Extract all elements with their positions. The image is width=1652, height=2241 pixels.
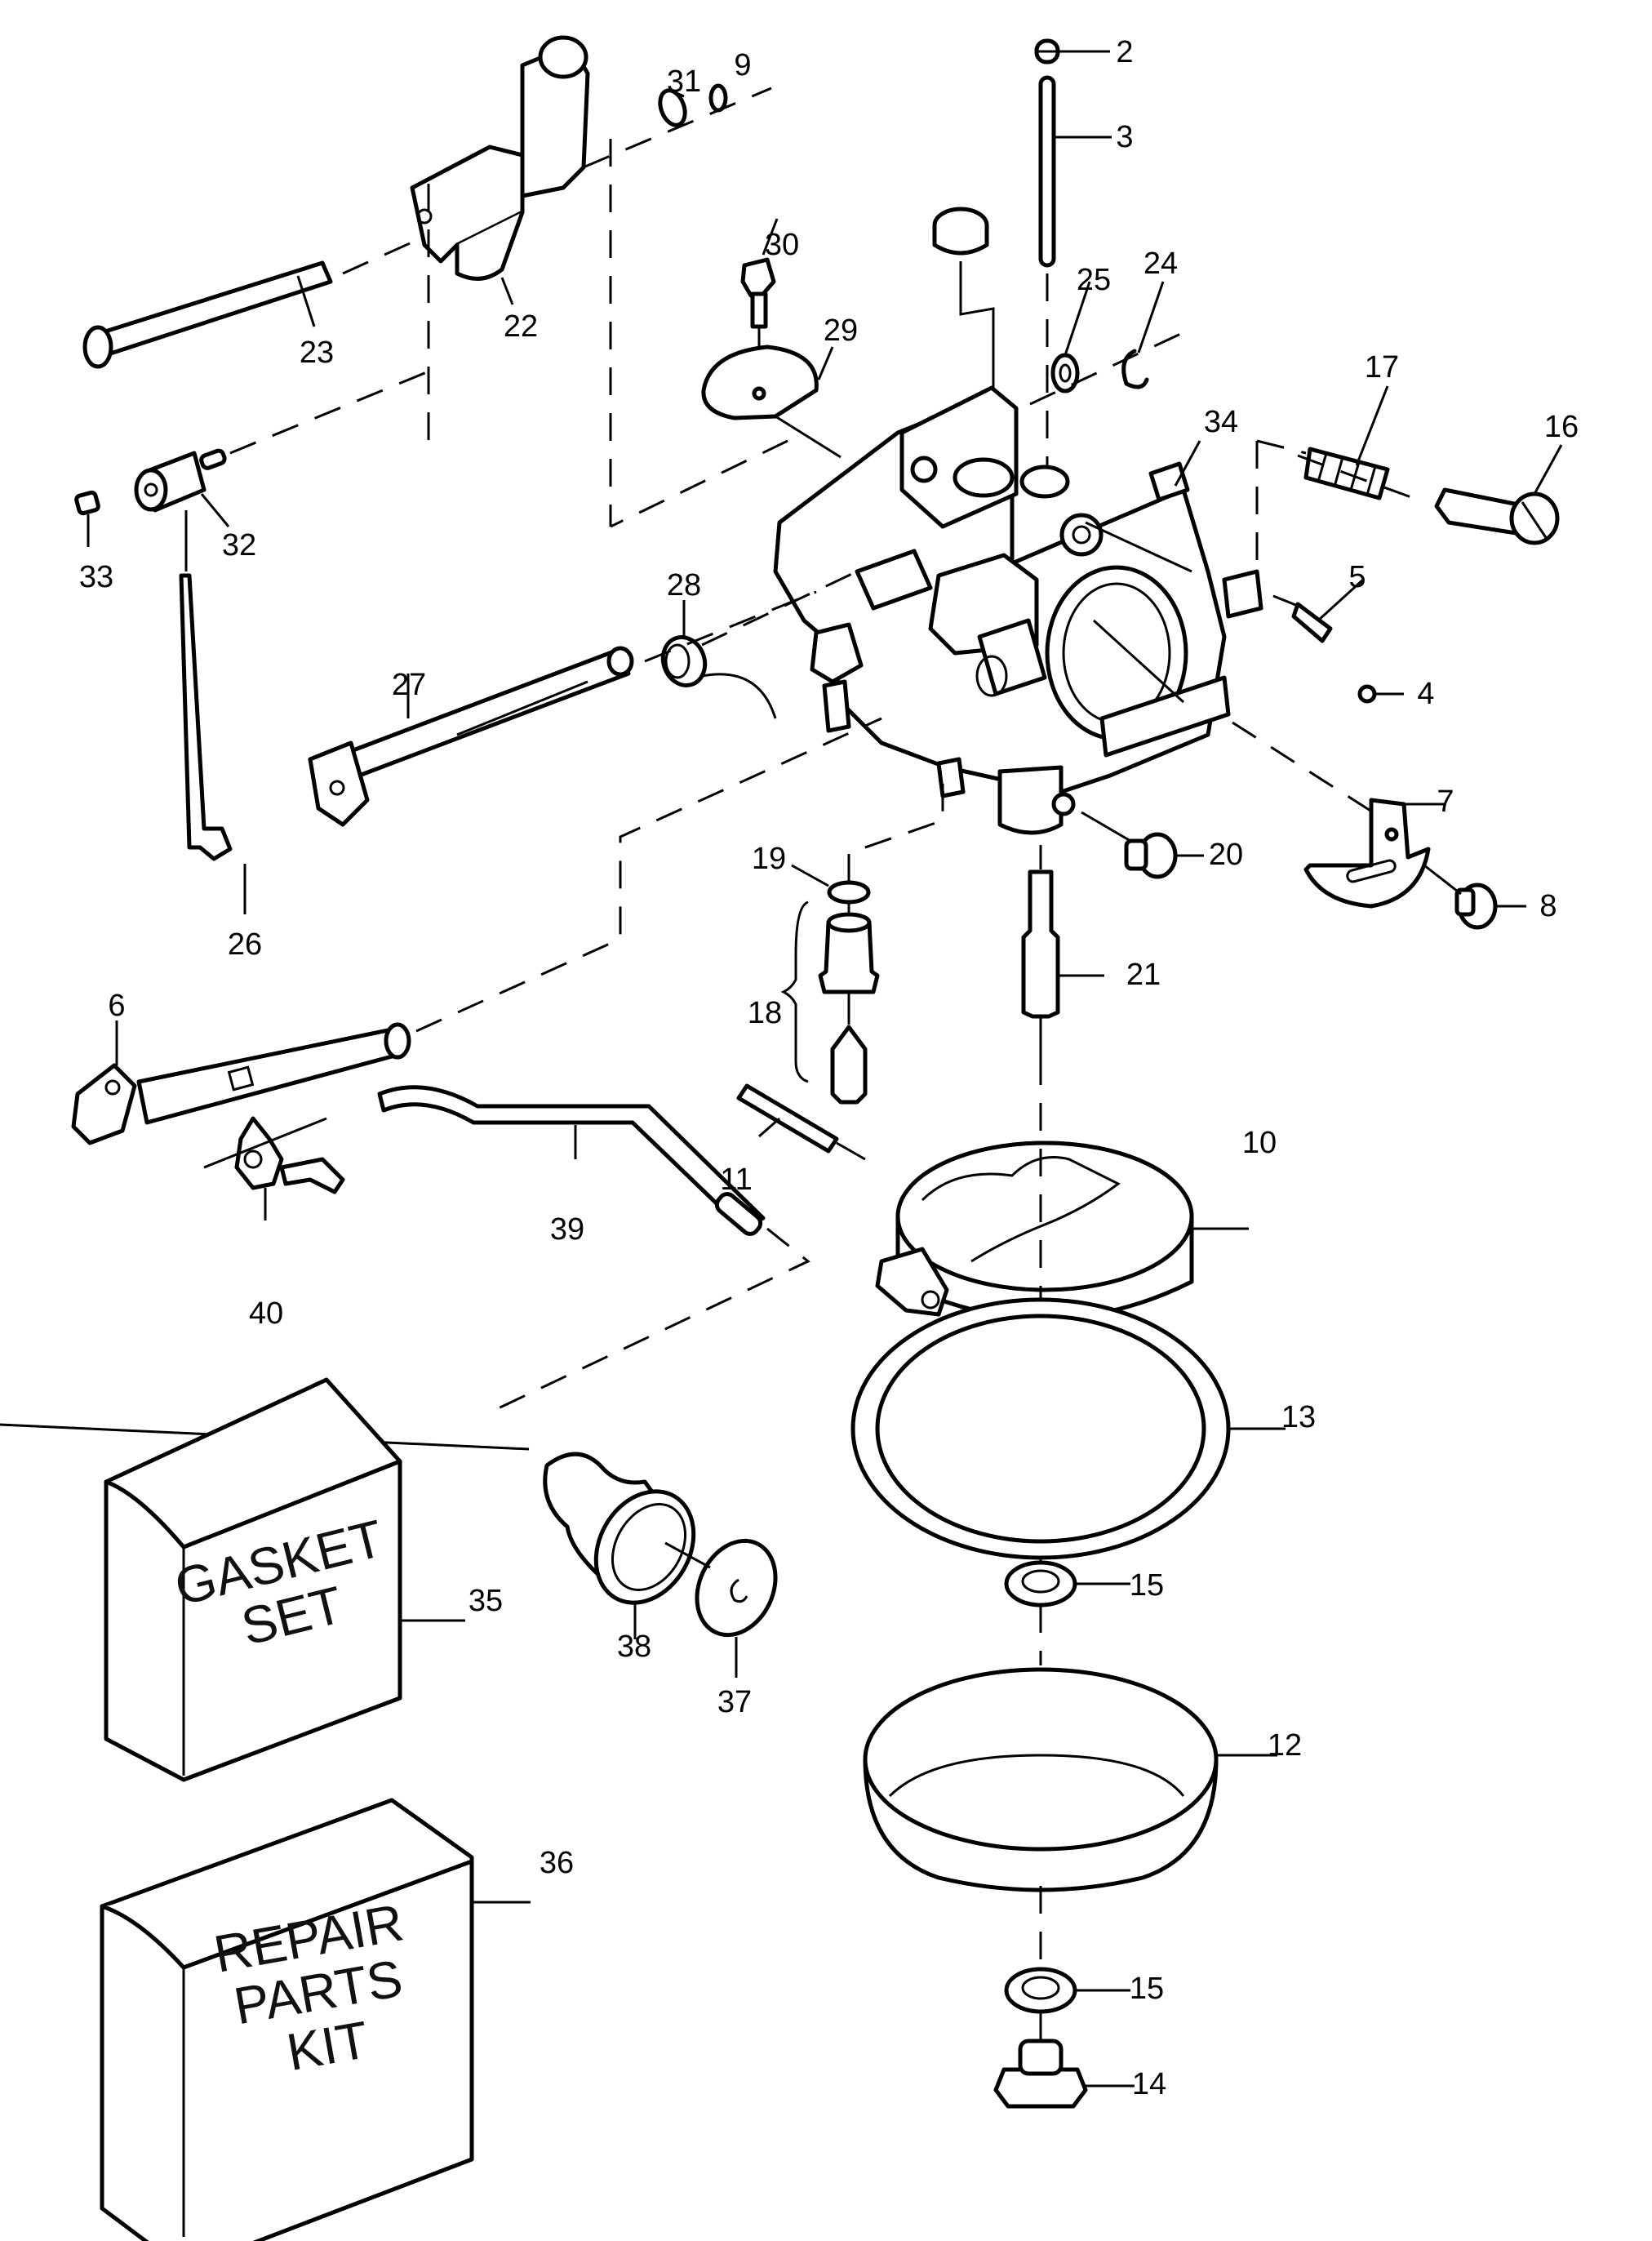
part-15-washer-upper	[1004, 1560, 1130, 1665]
part-26-link-rod	[179, 510, 246, 914]
callout-36[interactable]: 36	[539, 1846, 575, 1880]
part-20-screw	[1081, 811, 1204, 879]
callout-18[interactable]: 18	[747, 996, 783, 1030]
callout-8[interactable]: 8	[1539, 889, 1557, 923]
callout-23[interactable]: 23	[299, 336, 335, 370]
part-6-throttle-shaft	[71, 717, 882, 1145]
part-24-eclip	[1029, 281, 1188, 406]
part-27-choke-shaft	[308, 590, 817, 827]
part-38-inlet	[0, 1423, 696, 1639]
part-39-fuel-line	[377, 1085, 810, 1414]
callout-13[interactable]: 13	[1281, 1400, 1317, 1434]
callout-21[interactable]: 21	[1126, 958, 1161, 992]
callout-29[interactable]: 29	[823, 313, 859, 348]
callout-4[interactable]: 4	[1417, 677, 1435, 711]
callout-27[interactable]: 27	[391, 668, 427, 702]
part-23-shaft	[82, 260, 333, 369]
callout-14[interactable]: 14	[1131, 2067, 1167, 2101]
callout-30[interactable]: 30	[764, 228, 800, 262]
callout-38[interactable]: 38	[616, 1630, 652, 1664]
callout-35[interactable]: 35	[468, 1584, 504, 1618]
part-22-lever	[410, 35, 590, 305]
part-14-drain-plug	[993, 2039, 1135, 2109]
callout-16[interactable]: 16	[1543, 410, 1579, 444]
callout-26[interactable]: 26	[227, 927, 263, 962]
callout-7[interactable]: 7	[1437, 785, 1454, 819]
callout-2[interactable]: 2	[1116, 35, 1134, 69]
callout-5[interactable]: 5	[1348, 560, 1366, 594]
callout-10[interactable]: 10	[1241, 1126, 1277, 1160]
callout-32[interactable]: 32	[221, 528, 257, 562]
part-40-clip	[203, 1116, 345, 1221]
callout-24[interactable]: 24	[1143, 247, 1179, 281]
part-11-pin	[736, 1083, 866, 1161]
callout-25[interactable]: 25	[1076, 263, 1112, 297]
callout-19[interactable]: 19	[751, 842, 787, 876]
callout-15-upper[interactable]: 15	[1129, 1568, 1165, 1603]
part-7-plate	[1232, 721, 1445, 909]
part-10-float	[875, 1057, 1249, 1388]
part-13-bowl-gasket	[850, 1297, 1286, 1592]
part-28-spring	[660, 570, 858, 719]
part-35-gasket-set-box	[104, 1377, 465, 1782]
callout-3[interactable]: 3	[1116, 120, 1134, 154]
part-33-setscrew	[74, 490, 100, 547]
callout-9[interactable]: 9	[734, 48, 752, 82]
part-25-washer	[1050, 281, 1091, 394]
callout-17[interactable]: 17	[1364, 350, 1400, 385]
callout-40[interactable]: 40	[248, 1296, 284, 1331]
part-29-plate	[701, 345, 842, 459]
part-8-screw	[1423, 864, 1526, 930]
part-30-screw	[740, 218, 779, 359]
callout-12[interactable]: 12	[1267, 1728, 1303, 1763]
part-37-screen	[664, 1538, 778, 1678]
part-18-needle-seat	[780, 900, 880, 1105]
callout-34[interactable]: 34	[1203, 405, 1239, 439]
part-12-float-bowl	[863, 1667, 1277, 1968]
part-17-spring	[1297, 385, 1425, 504]
callout-22[interactable]: 22	[503, 309, 539, 344]
callout-15-lower[interactable]: 15	[1129, 1972, 1165, 2006]
part-5-spring	[1291, 578, 1365, 643]
callout-6[interactable]: 6	[108, 989, 126, 1023]
part-16-needle-screw	[1434, 444, 1563, 545]
callout-37[interactable]: 37	[717, 1685, 753, 1719]
callout-31[interactable]: 31	[666, 64, 702, 99]
callout-28[interactable]: 28	[666, 568, 702, 602]
part-31-washer	[658, 88, 687, 127]
part-9-clip	[708, 83, 728, 113]
callout-33[interactable]: 33	[78, 560, 114, 594]
callout-39[interactable]: 39	[549, 1212, 585, 1247]
callout-20[interactable]: 20	[1208, 838, 1244, 872]
part-15-washer-lower	[1004, 1967, 1130, 2041]
part-2-cap	[1034, 38, 1110, 64]
part-19-oring	[791, 784, 944, 905]
part-4-ball	[1357, 684, 1404, 704]
part-34-carburetor-body	[773, 385, 1263, 835]
callout-11[interactable]: 11	[720, 1163, 753, 1197]
part-32-swivel	[134, 370, 429, 527]
part-21-main-jet	[1021, 845, 1104, 1057]
part-3-pin	[1038, 75, 1112, 490]
part-36-repair-kit-box	[100, 1798, 531, 2241]
